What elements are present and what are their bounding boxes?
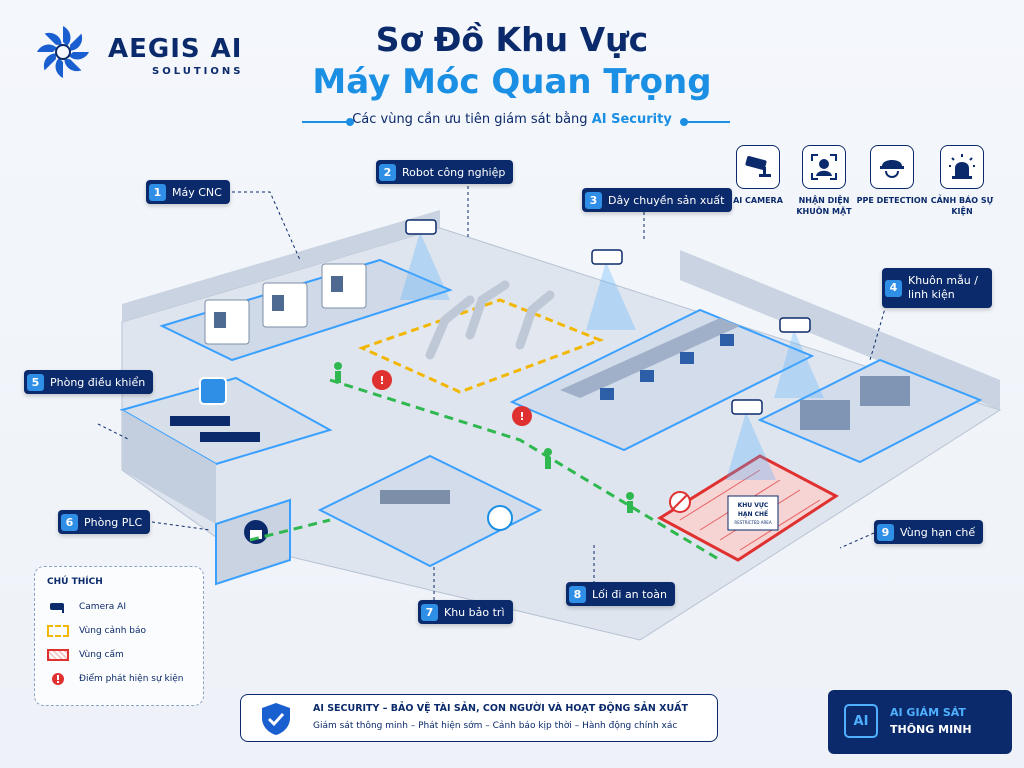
subtitle-rule-left: [302, 121, 348, 123]
page-title-line2: Máy Móc Quan Trọng: [312, 62, 712, 102]
legend-item-event-point: Điểm phát hiện sự kiện: [47, 667, 191, 691]
zone-tag-safe-walkway[interactable]: 8 Lối đi an toàn: [566, 582, 675, 606]
zone-number: 2: [379, 163, 396, 181]
event-point-icon: [47, 673, 69, 685]
control-desks: [170, 416, 260, 442]
zone-tag-maintenance[interactable]: 7 Khu bảo trì: [418, 600, 513, 624]
zone-number: 4: [885, 279, 902, 297]
feature-ppe-detection: PPE DETECTION: [852, 145, 932, 206]
brand-logo: AEGIS AI SOLUTIONS: [30, 22, 260, 86]
legend-label: Vùng cảnh báo: [79, 626, 146, 636]
page-title-line1: Sơ Đồ Khu Vực: [375, 20, 649, 59]
warning-zone-swatch: [47, 625, 69, 637]
banner-tagline: Giám sát thông minh – Phát hiện sớm – Cả…: [313, 721, 678, 731]
feature-ai-camera: AI CAMERA: [718, 145, 798, 206]
subtitle-highlight: AI Security: [591, 112, 672, 127]
ai-chip-icon: AI: [844, 704, 878, 738]
parts-racks: [800, 376, 910, 430]
zone-tag-robot[interactable]: 2 Robot công nghiệp: [376, 160, 514, 184]
badge-line1: AI GIÁM SÁT: [890, 706, 966, 719]
shield-check-icon: [262, 703, 290, 735]
production-line-zone: [509, 308, 815, 452]
feature-label: AI CAMERA: [733, 196, 783, 205]
feature-label: NHẬN DIỆN KHUÔN MẶT: [796, 196, 852, 216]
camera-icon: [47, 601, 69, 613]
zone-tag-cnc[interactable]: 1 Máy CNC: [146, 180, 230, 204]
mold-storage-zone: [757, 358, 983, 464]
cnc-machines: [204, 263, 367, 345]
alarm-siren-icon: [949, 154, 975, 179]
feature-event-alert: CẢNH BÁO SỰ KIỆN: [922, 145, 1002, 217]
ai-cameras: [400, 219, 824, 480]
aegis-logo-icon: [37, 26, 89, 78]
legend-item-warning-zone: Vùng cảnh báo: [47, 619, 191, 643]
zone-tag-molds[interactable]: 4 Khuôn mẫu / linh kiện: [882, 268, 992, 308]
legend-title: CHÚ THÍCH: [47, 577, 103, 587]
feature-face-recognition: NHẬN DIỆN KHUÔN MẶT: [784, 145, 864, 217]
zone-tag-control-room[interactable]: 5 Phòng điều khiển: [24, 370, 154, 394]
feature-label: PPE DETECTION: [856, 196, 928, 205]
zone-label: Robot công nghiệp: [402, 165, 506, 179]
tool-bench: [380, 490, 450, 504]
badge-line2: THÔNG MINH: [890, 723, 972, 736]
brand-name: AEGIS AI: [108, 34, 243, 64]
face-recognition-icon: [811, 154, 837, 180]
zone-number: 9: [877, 523, 894, 541]
subtitle-prefix: Các vùng cần ưu tiên giám sát bằng: [352, 112, 588, 127]
event-points: ! !: [372, 370, 532, 426]
factory-back-wall: [122, 210, 440, 322]
subtitle-dot-left: [346, 118, 354, 126]
restricted-sign-line3: RESTRICTED AREA: [734, 520, 771, 525]
legend-label: Điểm phát hiện sự kiện: [79, 674, 184, 684]
legend-item-camera: Camera AI: [47, 595, 191, 619]
zone-number: 5: [27, 373, 44, 391]
svg-text:!: !: [379, 374, 384, 387]
zone-tag-restricted[interactable]: 9 Vùng hạn chế: [874, 520, 984, 544]
industrial-robots: [425, 280, 555, 360]
security-camera-icon: [745, 156, 771, 177]
subtitle-rule-right: [684, 121, 730, 123]
maintenance-zone: [317, 454, 543, 568]
conveyor: [560, 318, 740, 398]
legend-label: Camera AI: [79, 602, 126, 612]
zone-label: Phòng PLC: [84, 515, 143, 529]
feature-label: CẢNH BÁO SỰ KIỆN: [930, 196, 994, 216]
zone-label: Khuôn mẫu / linh kiện: [908, 274, 978, 301]
zone-tag-plc-room[interactable]: 6 Phòng PLC: [58, 510, 151, 534]
zone-label: Máy CNC: [172, 185, 222, 199]
workstations: [600, 334, 734, 400]
legend: CHÚ THÍCH Camera AI Vùng cảnh báo Vùng c…: [34, 566, 204, 706]
zone-tag-production-line[interactable]: 3 Dây chuyền sản xuất: [582, 188, 733, 212]
subtitle: Các vùng cần ưu tiên giám sát bằng AI Se…: [0, 112, 1024, 127]
hard-hat-icon: [880, 160, 904, 178]
zone-number: 8: [569, 585, 586, 603]
restricted-sign-line2: HẠN CHẾ: [738, 510, 769, 518]
worker-icons: [334, 362, 634, 513]
ai-monitoring-badge: AI AI GIÁM SÁT THÔNG MINH: [828, 690, 1012, 754]
legend-label: Vùng cấm: [79, 650, 124, 660]
zone-number: 7: [421, 603, 438, 621]
brand-sub: SOLUTIONS: [152, 66, 244, 77]
forbidden-zone-swatch: [47, 649, 69, 661]
security-banner: AI SECURITY – BẢO VỆ TÀI SẢN, CON NGƯỜI …: [240, 694, 718, 742]
zone-number: 3: [585, 191, 602, 209]
legend-item-forbidden-zone: Vùng cấm: [47, 643, 191, 667]
banner-headline: AI SECURITY – BẢO VỆ TÀI SẢN, CON NGƯỜI …: [313, 703, 688, 714]
zone-label: Khu bảo trì: [444, 605, 505, 619]
restricted-sign-line1: KHU VỰC: [738, 502, 769, 509]
zone-label: Dây chuyền sản xuất: [608, 193, 725, 207]
factory-right-wall: [680, 250, 1000, 410]
zone-label: Vùng hạn chế: [900, 525, 976, 539]
zone-number: 6: [61, 513, 78, 531]
zone-label: Phòng điều khiển: [50, 375, 146, 389]
svg-text:!: !: [519, 410, 524, 423]
safe-walkway: [329, 378, 721, 562]
zone-label: Lối đi an toàn: [592, 587, 667, 601]
zone-number: 1: [149, 183, 166, 201]
